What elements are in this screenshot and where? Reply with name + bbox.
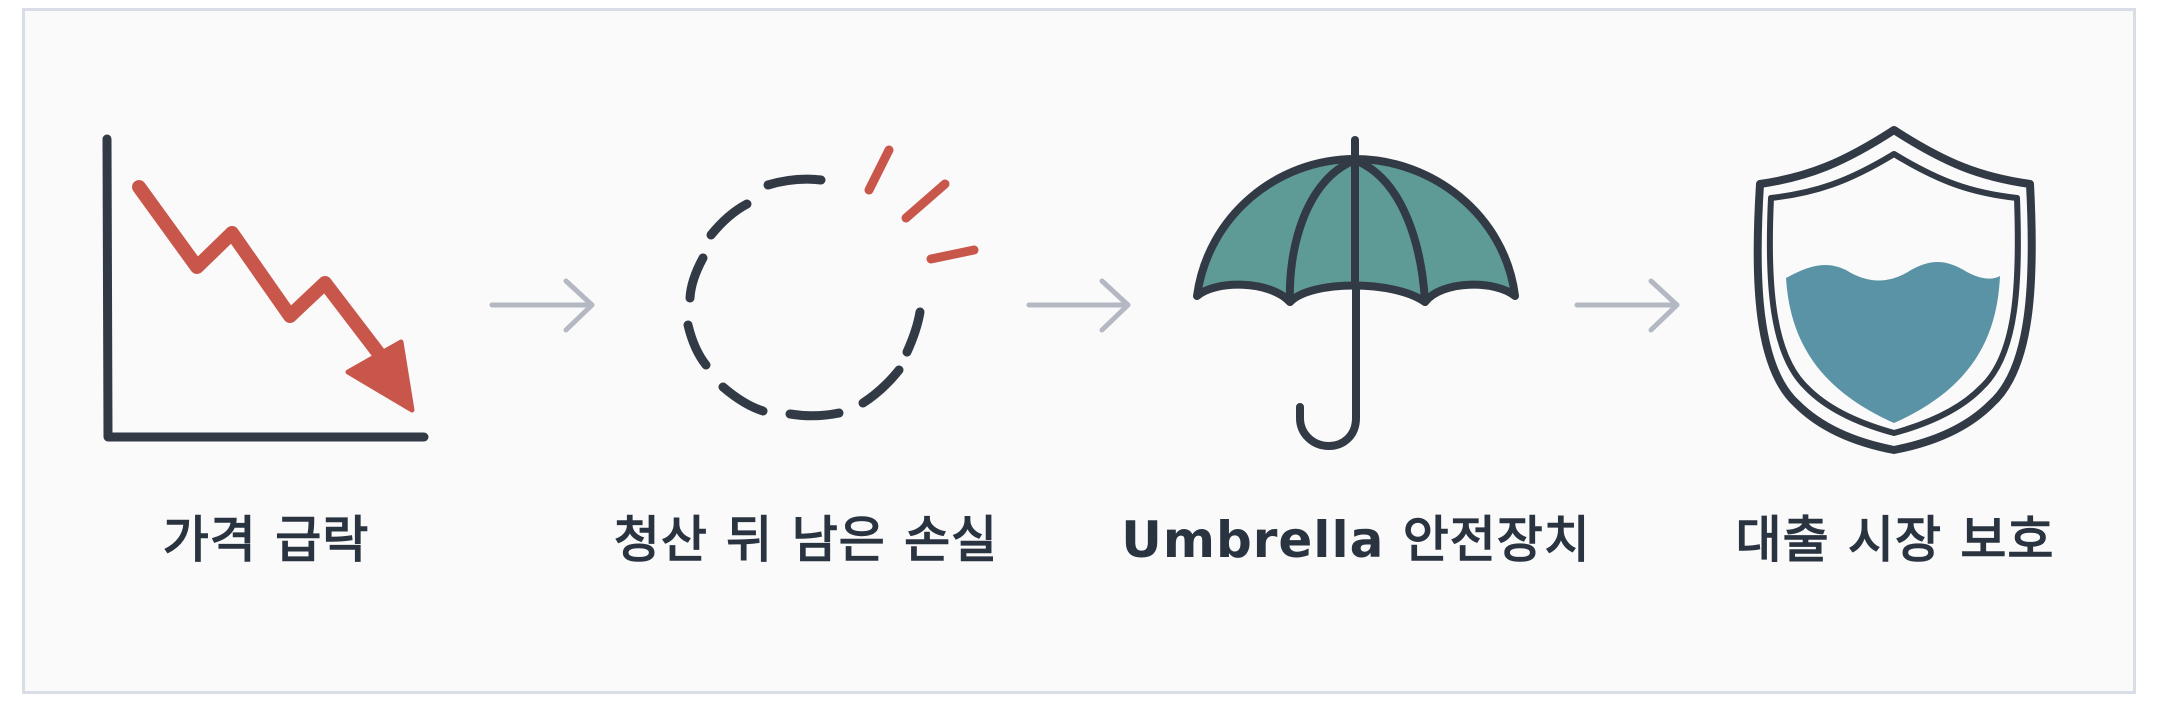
- step-label-price-drop: 가격 급락: [162, 511, 370, 569]
- arrow-right-icon: [489, 278, 595, 333]
- umbrella-icon: [1193, 136, 1519, 450]
- falling-chart-icon: [102, 134, 429, 442]
- arrow-right-icon: [1026, 278, 1131, 333]
- step-label-lending-market-protection: 대출 시장 보호: [1735, 511, 2055, 569]
- arrow-right-icon: [1574, 278, 1680, 333]
- broken-dashed-circle-icon: [683, 145, 979, 421]
- shield-icon: [1753, 126, 2036, 454]
- step-label-umbrella-safety: Umbrella 안전장치: [1121, 511, 1591, 569]
- step-label-remaining-loss: 청산 뒤 남은 손실: [613, 511, 999, 569]
